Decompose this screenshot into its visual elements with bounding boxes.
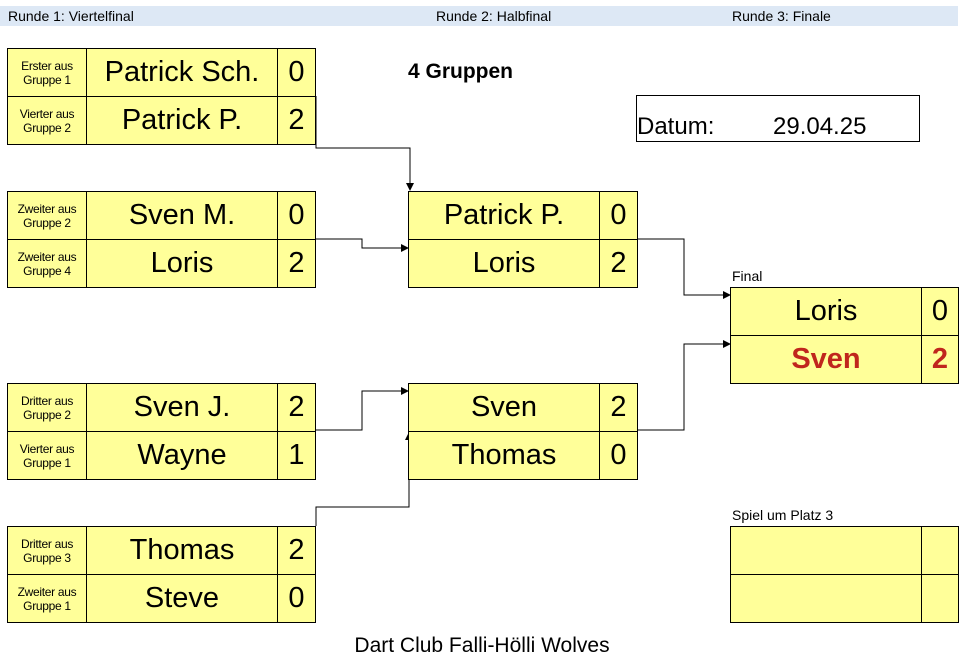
final-player-score: 0: [921, 287, 959, 336]
sf-player-score: 2: [599, 239, 638, 288]
qf-player-score: 2: [277, 383, 316, 432]
connector-qf1-sf1: [315, 96, 414, 191]
round-1-label: Runde 1: Viertelfinal: [8, 8, 134, 24]
qf-player-name: Patrick P.: [86, 96, 278, 145]
third-place-player-name: [730, 526, 922, 575]
date-box: Datum: 29.04.25: [636, 95, 920, 142]
connector-sf2-final: [638, 340, 731, 431]
qf-player-score: 0: [277, 191, 316, 240]
qf-player-score: 2: [277, 96, 316, 145]
round-2-label: Runde 2: Halbfinal: [436, 8, 552, 24]
qf-player-name: Patrick Sch.: [86, 48, 278, 97]
date-label: Datum:: [637, 113, 715, 140]
connector-qf4-sf2: [315, 432, 413, 526]
sf-player-score: 2: [599, 383, 638, 432]
qf-seed-desc: Zweiter aus Gruppe 1: [7, 574, 87, 623]
groups-title: 4 Gruppen: [408, 60, 514, 83]
club-footer: Dart Club Falli-Hölli Wolves: [354, 634, 610, 657]
qf-seed-desc: Erster aus Gruppe 1: [7, 48, 87, 97]
connector-qf3-sf2: [316, 387, 409, 431]
sf-player-name: Patrick P.: [408, 191, 600, 240]
qf-seed-desc: Zweiter aus Gruppe 4: [7, 239, 87, 288]
qf-player-name: Loris: [86, 239, 278, 288]
sf-player-name: Sven: [408, 383, 600, 432]
qf-player-score: 1: [277, 431, 316, 480]
final-label: Final: [732, 268, 763, 284]
qf-seed-desc: Vierter aus Gruppe 2: [7, 96, 87, 145]
third-place-player-score: [921, 574, 959, 623]
qf-player-score: 2: [277, 526, 316, 575]
connector-sf1-final: [638, 238, 731, 299]
qf-player-score: 0: [277, 48, 316, 97]
connector-qf2-sf1: [316, 238, 409, 252]
third-place-player-score: [921, 526, 959, 575]
qf-player-score: 2: [277, 239, 316, 288]
qf-seed-desc: Dritter aus Gruppe 3: [7, 526, 87, 575]
qf-player-name: Sven J.: [86, 383, 278, 432]
qf-seed-desc: Vierter aus Gruppe 1: [7, 431, 87, 480]
qf-player-name: Thomas: [86, 526, 278, 575]
final-winner-name: Sven: [730, 335, 922, 384]
sf-player-name: Loris: [408, 239, 600, 288]
qf-seed-desc: Dritter aus Gruppe 2: [7, 383, 87, 432]
sf-player-score: 0: [599, 431, 638, 480]
third-place-player-name: [730, 574, 922, 623]
qf-player-score: 0: [277, 574, 316, 623]
final-winner-score: 2: [921, 335, 959, 384]
date-value: 29.04.25: [773, 113, 867, 140]
qf-player-name: Sven M.: [86, 191, 278, 240]
round-header-bar: [0, 6, 958, 26]
sf-player-name: Thomas: [408, 431, 600, 480]
sf-player-score: 0: [599, 191, 638, 240]
qf-player-name: Steve: [86, 574, 278, 623]
final-player-name: Loris: [730, 287, 922, 336]
qf-player-name: Wayne: [86, 431, 278, 480]
qf-seed-desc: Zweiter aus Gruppe 2: [7, 191, 87, 240]
round-3-label: Runde 3: Finale: [732, 8, 831, 24]
third-place-label: Spiel um Platz 3: [732, 507, 834, 523]
